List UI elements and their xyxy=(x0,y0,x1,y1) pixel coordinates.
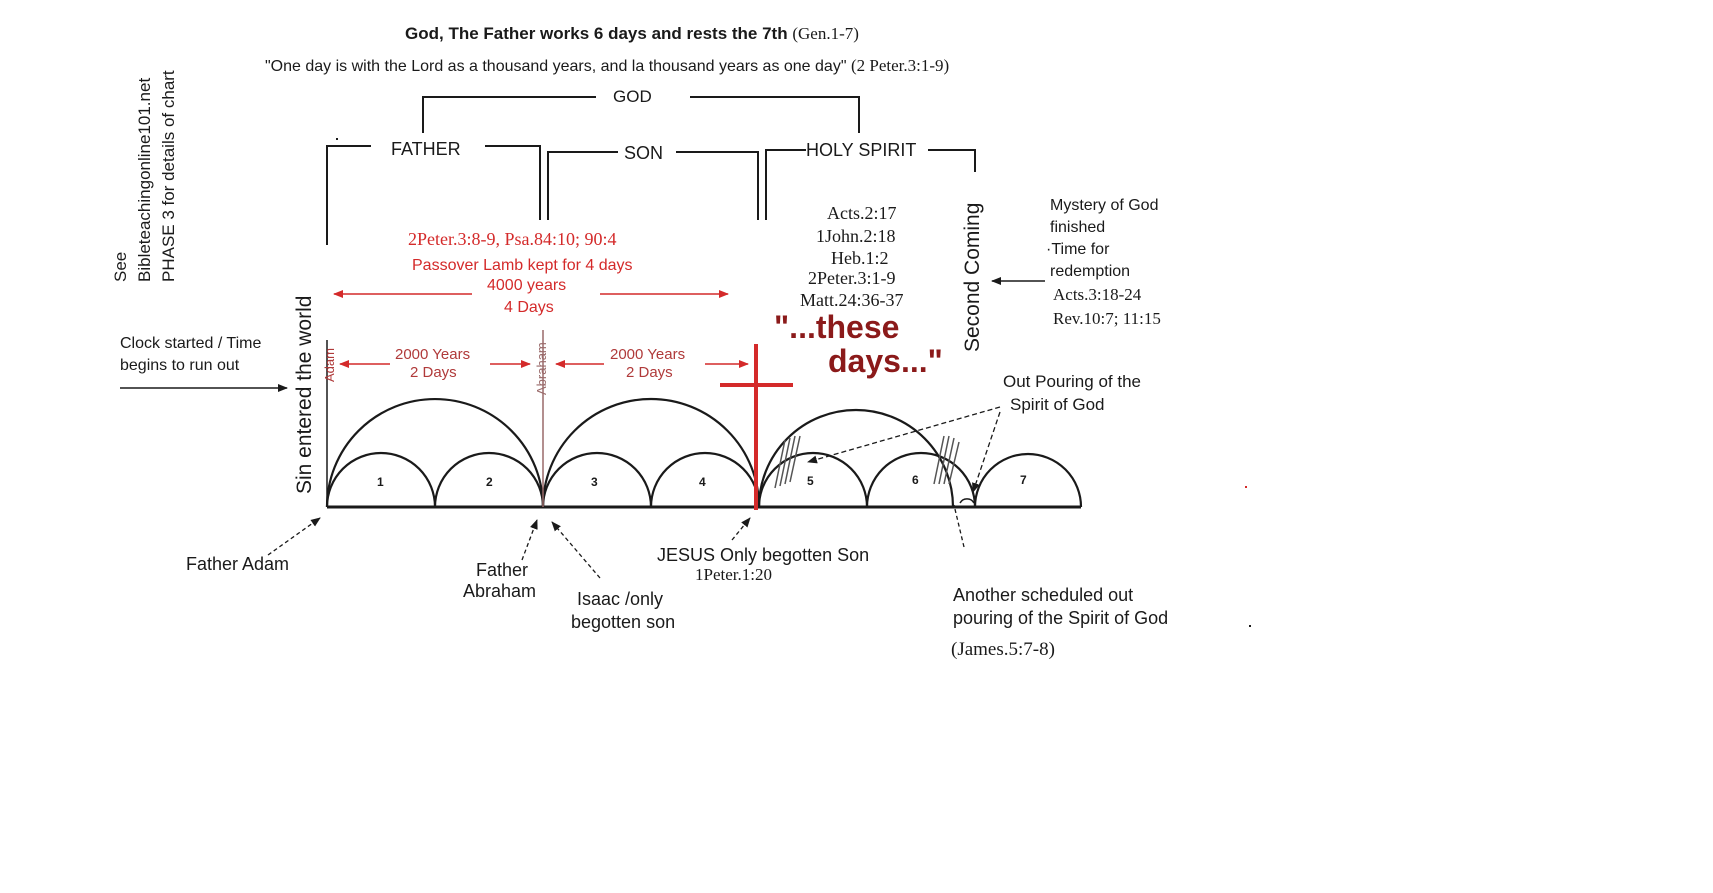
isaac-line1: Isaac /only xyxy=(577,589,664,609)
big-arches xyxy=(325,397,955,508)
mystery-line4: redemption xyxy=(1050,263,1131,280)
side-note-line3: PHASE 3 for details of chart xyxy=(159,70,178,282)
clock-line2: begins to run out xyxy=(120,357,240,374)
father-label: FATHER xyxy=(391,139,461,159)
day-number-1: 1 xyxy=(377,475,384,489)
hatch-marks-day6 xyxy=(933,435,960,485)
quote-text: "One day is with the Lord as a thousand … xyxy=(265,58,847,75)
stray-dot-1 xyxy=(1245,486,1247,488)
james-ref: (James.5:7-8) xyxy=(951,639,1055,660)
day-number-3: 3 xyxy=(591,475,598,489)
stray-dot-3 xyxy=(336,138,338,140)
clock-line1: Clock started / Time xyxy=(120,335,262,352)
outpouring-arrow-2 xyxy=(972,411,1001,493)
side-note-line2: Bibleteachingonline101.net xyxy=(135,77,154,282)
mystery-line2: finished xyxy=(1050,219,1106,236)
adam-label: Adam xyxy=(322,348,337,382)
seg1-years: 2000 Years xyxy=(395,346,471,363)
spirit-ref-1: Acts.2:17 xyxy=(827,203,897,223)
holy-spirit-label: HOLY SPIRIT xyxy=(806,140,917,160)
outpouring-line1: Out Pouring of the xyxy=(1003,372,1141,391)
day-number-2: 2 xyxy=(486,475,493,489)
mystery-line3: ·Time for xyxy=(1046,241,1110,258)
title-ref: (Gen.1-7) xyxy=(792,24,859,43)
outpouring-line2: Spirit of God xyxy=(1010,395,1105,414)
title-text: God, The Father works 6 days and rests t… xyxy=(405,24,788,43)
another-line1: Another scheduled out xyxy=(953,585,1134,605)
spirit-ref-4: 2Peter.3:1-9 xyxy=(808,268,896,288)
seg2-years: 2000 Years xyxy=(610,346,686,363)
day-number-6: 6 xyxy=(912,473,919,487)
isaac-arrow xyxy=(551,521,601,579)
these-days-line2: days..." xyxy=(828,343,943,379)
stray-dot-2 xyxy=(1249,625,1251,627)
spirit-ref-3: Heb.1:2 xyxy=(831,248,889,268)
god-label: GOD xyxy=(613,87,652,106)
day-number-5: 5 xyxy=(807,474,814,488)
sin-entered-label: Sin entered the world xyxy=(293,295,316,494)
god-bracket xyxy=(422,96,860,133)
jesus-ref: 1Peter.1:20 xyxy=(695,565,772,584)
seg2-days: 2 Days xyxy=(626,364,673,381)
second-coming-label: Second Coming xyxy=(961,202,984,352)
quote-ref: (2 Peter.3:1-9) xyxy=(850,56,950,75)
father-adam-arrow xyxy=(267,517,321,556)
hatch-marks-day5 xyxy=(774,435,801,489)
spirit-ref-5: Matt.24:36-37 xyxy=(800,290,904,310)
father-abraham-line1: Father xyxy=(476,560,529,580)
isaac-line2: begotten son xyxy=(571,612,676,632)
spirit-ref-2: 1John.2:18 xyxy=(816,226,896,246)
jesus-label: JESUS Only begotten Son xyxy=(657,545,870,565)
mystery-ref2: Rev.10:7; 11:15 xyxy=(1053,309,1161,328)
outpouring-arrow-1 xyxy=(807,406,1001,464)
father-abraham-arrow xyxy=(521,519,538,561)
day-number-4: 4 xyxy=(699,475,706,489)
seg1-days: 2 Days xyxy=(410,364,457,381)
these-days-line1: "...these xyxy=(774,309,900,345)
father-bracket xyxy=(326,145,541,245)
quote-line: "One day is with the Lord as a thousand … xyxy=(265,56,949,76)
mystery-line1: Mystery of God xyxy=(1050,197,1159,214)
day-arches xyxy=(325,451,1083,508)
day-number-7: 7 xyxy=(1020,473,1027,487)
son-label: SON xyxy=(624,143,664,163)
another-line2: pouring of the Spirit of God xyxy=(953,608,1169,628)
father-abraham-line2: Abraham xyxy=(463,581,537,601)
jesus-arrow xyxy=(731,517,751,541)
years-4000: 4000 years xyxy=(487,277,567,294)
father-adam-label: Father Adam xyxy=(186,554,290,574)
chart-title: God, The Father works 6 days and rests t… xyxy=(405,24,859,44)
passover-text: Passover Lamb kept for 4 days xyxy=(412,257,633,274)
days-4: 4 Days xyxy=(504,299,554,316)
mystery-ref1: Acts.3:18-24 xyxy=(1053,285,1142,304)
day7-small-arc xyxy=(959,498,975,504)
another-outpouring-line xyxy=(953,504,965,548)
abraham-label: Abraham xyxy=(534,342,549,395)
son-bracket xyxy=(547,151,759,220)
side-note-line1: See xyxy=(111,251,130,282)
holy-spirit-bracket xyxy=(765,149,976,220)
father-refs: 2Peter.3:8-9, Psa.84:10; 90:4 xyxy=(408,229,617,249)
